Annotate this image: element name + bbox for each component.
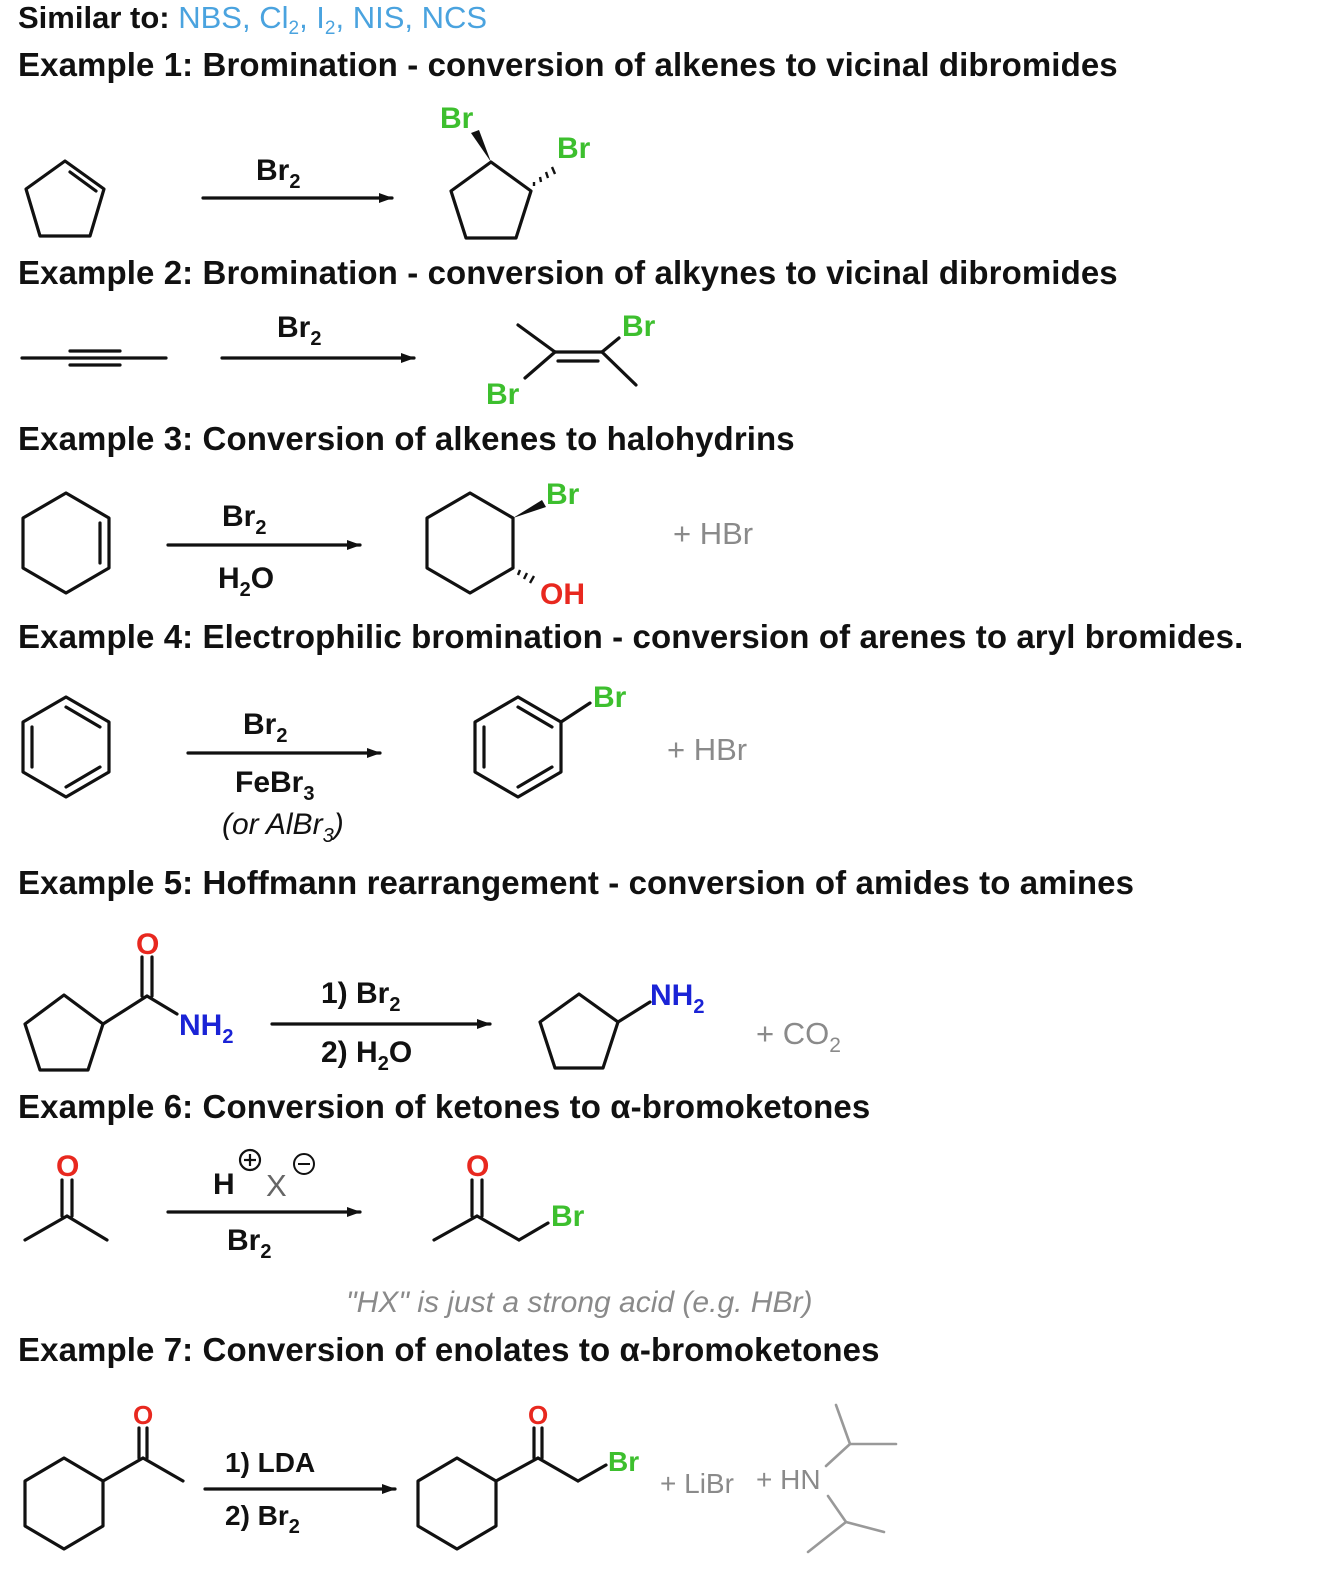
o-label-ex7-b: O [528, 1400, 548, 1430]
byproduct-hbr-ex3: + HBr [673, 516, 753, 551]
reagent-br2-ex4: Br2 [243, 708, 287, 747]
o-label-ex5: O [136, 928, 159, 961]
br-label-ex6: Br [551, 1200, 585, 1233]
dibromobutene [516, 323, 638, 387]
reagent-h2o-ex3: H2O [218, 562, 274, 601]
br-label-ex1-a: Br [440, 102, 474, 135]
bromoacetone [432, 1178, 550, 1242]
reagent-nbs: NBS [178, 0, 242, 35]
bromoacetylcyclohexane [416, 1426, 608, 1551]
reagent-br2-ex1: Br2 [256, 154, 300, 193]
reagent-febr3: FeBr3 [235, 766, 314, 805]
br-label-ex4: Br [593, 681, 627, 714]
similar-reagents: Similar to: NBS, Cl2, I2, NIS, NCS [18, 0, 488, 39]
o-label-ex7-a: O [133, 1400, 153, 1430]
example-5-title: Example 5: Hoffmann rearrangement - conv… [18, 864, 1135, 901]
reagent-cl2: Cl2 [259, 0, 300, 39]
hx-note: "HX" is just a strong acid (e.g. HBr) [346, 1286, 812, 1319]
reagent-nis: NIS [352, 0, 405, 35]
example-1-title: Example 1: Bromination - conversion of a… [18, 46, 1118, 83]
acetone [23, 1178, 109, 1242]
bromohydrin [425, 491, 546, 595]
reagent-br2-ex3: Br2 [222, 500, 266, 539]
example-3-title: Example 3: Conversion of alkenes to halo… [18, 420, 795, 457]
reagent-br2-ex2: Br2 [277, 311, 321, 350]
byproduct-libr: + LiBr [660, 1468, 734, 1499]
2-butyne [20, 349, 168, 367]
br-label-ex7: Br [608, 1446, 639, 1477]
acetylcyclohexane [23, 1426, 185, 1551]
br-label-ex3: Br [546, 478, 580, 511]
cyclopentene [24, 159, 106, 238]
cyclopentanecarboxamide [23, 955, 179, 1072]
reagent-albr3-alt: (or AlBr3) [222, 808, 344, 847]
nh2-label-ex5: NH2 [179, 1009, 233, 1048]
reagent-br2-ex6: Br2 [227, 1224, 271, 1263]
example-2-title: Example 2: Bromination - conversion of a… [18, 254, 1118, 291]
byproduct-co2: + CO2 [756, 1016, 841, 1057]
br-label-ex2-a: Br [622, 310, 656, 343]
diisopropylamine-skeleton [806, 1403, 898, 1554]
reagent-ncs: NCS [421, 0, 488, 35]
step2-br2-ex7: 2) Br2 [225, 1500, 300, 1538]
br-label-ex2-b: Br [486, 378, 520, 411]
svg-text:H: H [213, 1168, 235, 1201]
o-label-ex6-b: O [466, 1150, 489, 1183]
nh2-label-product-ex5: NH2 [650, 979, 704, 1018]
similar-label: Similar to: [18, 0, 170, 35]
example-7-title: Example 7: Conversion of enolates to α-b… [18, 1331, 880, 1368]
step1-lda: 1) LDA [225, 1447, 315, 1478]
reagent-i2: I2 [316, 0, 336, 39]
step1-br2-ex5: 1) Br2 [321, 977, 400, 1016]
bromobenzene [473, 695, 592, 799]
byproduct-hbr-ex4: + HBr [667, 732, 747, 767]
cyclopentylamine [538, 992, 652, 1070]
o-label-ex6-a: O [56, 1150, 79, 1183]
cyclohexene [21, 491, 111, 595]
acid-catalyst-hx: H X [213, 1148, 315, 1203]
oh-label-ex3: OH [540, 578, 585, 611]
benzene [21, 695, 111, 799]
br-label-ex1-b: Br [557, 132, 591, 165]
example-6-title: Example 6: Conversion of ketones to α-br… [18, 1088, 871, 1125]
dibromocyclopentane [449, 130, 557, 240]
byproduct-diisopropylamine: + HN [756, 1464, 821, 1495]
step2-h2o-ex5: 2) H2O [321, 1036, 412, 1075]
svg-text:X: X [266, 1168, 287, 1203]
example-4-title: Example 4: Electrophilic bromination - c… [18, 618, 1244, 655]
